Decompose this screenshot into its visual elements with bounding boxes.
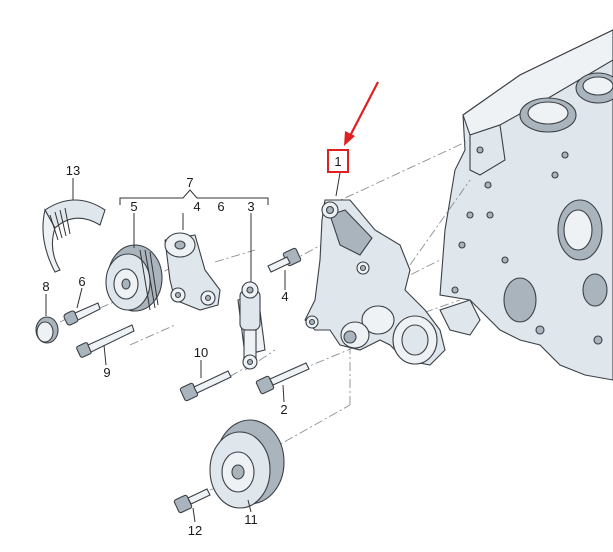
callout-3: 3 [247, 199, 254, 214]
callout-4: 4 [281, 289, 288, 304]
tensioner-arm-part-7 [164, 232, 221, 311]
bolt-part-6 [63, 302, 101, 326]
callout-5: 5 [130, 199, 137, 214]
callout-9: 9 [103, 365, 110, 380]
callout-4-top: 4 [193, 199, 200, 214]
pulley-part-5 [105, 244, 163, 312]
callout-2: 2 [280, 402, 287, 417]
highlight-box [327, 149, 349, 173]
bolt-part-10 [179, 370, 232, 402]
callout-1: 1 [334, 154, 341, 169]
callout-6-top: 6 [217, 199, 224, 214]
red-arrowhead-icon [344, 131, 355, 146]
idler-pulley-part-11 [209, 419, 285, 509]
bolt-part-9 [76, 324, 135, 358]
callout-labels: 1 7 13 5 4 6 3 4 6 8 9 10 2 11 12 [42, 154, 341, 538]
bolt-part-2 [255, 362, 310, 395]
callout-7: 7 [186, 175, 193, 190]
bolt-part-12 [173, 488, 211, 514]
callout-13: 13 [66, 163, 80, 178]
cap-part-8 [35, 316, 59, 344]
bolt-part-4 [267, 247, 302, 273]
highlight-marker [327, 81, 379, 173]
callout-10: 10 [194, 345, 208, 360]
callout-8: 8 [42, 279, 49, 294]
leader-lines [45, 172, 341, 523]
tensioner-part-3 [237, 281, 266, 370]
callout-11: 11 [244, 512, 258, 527]
bracket-part-1 [304, 199, 446, 366]
callout-6: 6 [78, 274, 85, 289]
cover-part-13 [42, 199, 106, 273]
red-arrow-icon [349, 81, 379, 137]
engine-block [439, 29, 613, 381]
callout-12: 12 [188, 523, 202, 538]
